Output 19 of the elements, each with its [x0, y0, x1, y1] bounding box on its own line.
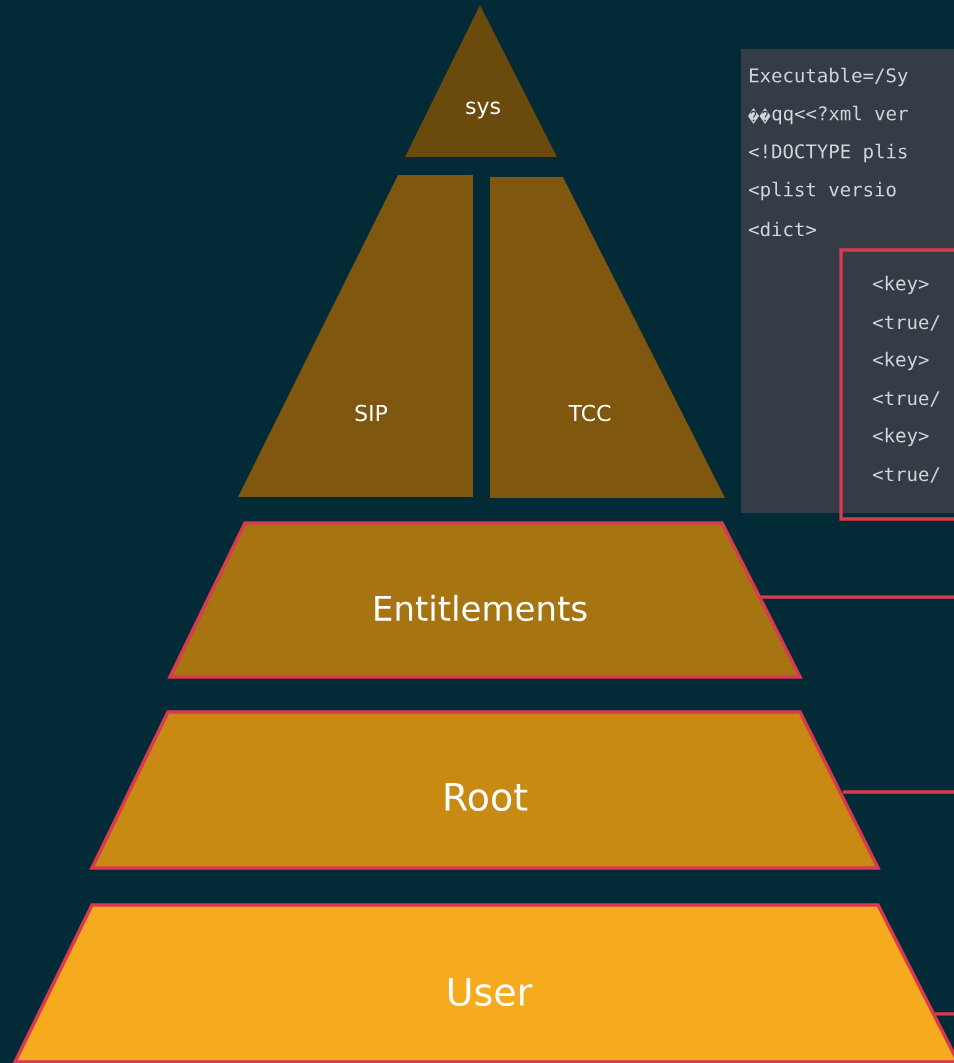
pyramid-apex: sys	[405, 5, 557, 157]
code-line: <!DOCTYPE plis	[749, 143, 907, 163]
code-line: <true/	[873, 467, 940, 483]
code-line: <true/	[873, 391, 940, 407]
pyramid-segment: SIP	[238, 175, 473, 497]
highlight-box	[839, 248, 954, 521]
connector-line	[935, 1012, 954, 1016]
code-line: <plist versio	[749, 181, 896, 201]
connector-line	[760, 595, 954, 599]
code-line: <key>	[873, 427, 929, 447]
code-line: qq<<?xml ver	[772, 105, 908, 125]
code-line: <dict>	[749, 221, 816, 237]
code-line: <key>	[873, 351, 929, 371]
code-line: <true/	[873, 315, 940, 331]
pyramid-segment: TCC	[490, 177, 725, 498]
connector-line	[843, 790, 954, 794]
code-line: Executable=/Sy	[750, 67, 908, 87]
code-panel	[741, 49, 954, 513]
code-line: <key>	[873, 275, 929, 295]
